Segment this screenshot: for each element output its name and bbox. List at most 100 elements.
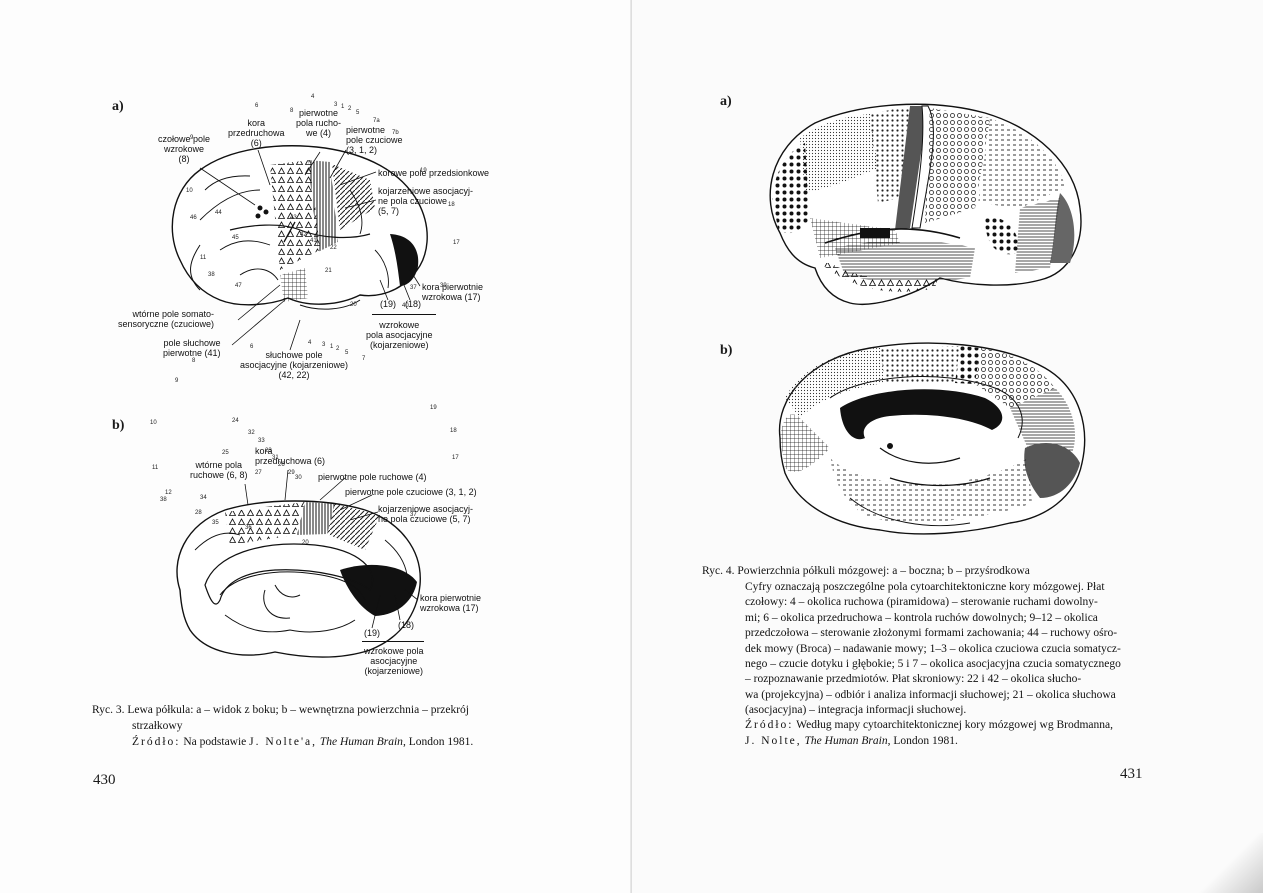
fig4-caption-line: przedczołowa – sterowanie złożonymi form… [745,627,1118,640]
brodmann-area-number: 17 [452,455,459,461]
fig3a-label-kora-wzrokowa: kora pierwotnie wzrokowa (17) [422,282,484,302]
panel-b-label: b) [720,343,733,358]
brodmann-area-number: 25 [222,450,229,456]
fig4-source-line1: Według mapy cytoarchitektonicznej kory m… [793,719,1113,731]
fig3a-label-pierwotne-ruchowe: pierwotne pola rucho- we (4) [296,108,342,138]
brodmann-area-number: 10 [150,420,157,426]
brodmann-area-number: 44 [215,210,222,216]
brodmann-area-number: 41 [310,238,317,244]
figure-4a-brodmann-lateral [769,103,1082,305]
brodmann-area-number: 34 [200,495,207,501]
brodmann-area-number: 10 [186,188,193,194]
brodmann-area-number: 37 [410,512,417,518]
brodmann-area-number: 18 [450,428,457,434]
fig4-caption-line: czołowy: 4 – okolica ruchowa (piramidowa… [745,596,1098,609]
fig3-source-pre: Na podstawie [180,736,250,748]
brodmann-area-number: 1 [330,344,334,350]
brodmann-area-number: 5 [345,350,349,356]
brodmann-area-number: 43 [290,215,297,221]
fig3a-label-kora-przedruchowa: kora przedruchowa (6) [228,118,285,148]
fig3b-label-wzrokowe-asocjacyjne: wzrokowe pola asocjacyjne (kojarzeniowe) [364,646,424,676]
brodmann-area-number: 38 [208,272,215,278]
fig4-source-line2: J. Nolte, The Human Brain, London 1981. [745,734,958,749]
brodmann-area-number: 17 [453,240,460,246]
fig3a-label-przedsionkowe: korowe pole przedsionkowe [378,168,490,178]
brodmann-area-number: 6 [255,103,259,109]
figure-4b-brodmann-medial [778,342,1086,535]
brodmann-area-number: 21 [325,268,332,274]
panel-a-label: a) [720,94,732,109]
brodmann-area-number: 36 [245,525,252,531]
fig4-caption-line: Cyfry oznaczają poszczególne pola cytoar… [745,581,1105,593]
figure-3b-medial-brain [176,500,421,658]
brodmann-area-number: 2 [348,106,352,112]
fig4-caption-title: Ryc. 4. Powierzchnia półkuli mózgowej: a… [702,565,1030,577]
fig3a-label-czolowe: czołowe pole wzrokowe (8) [158,134,211,164]
brodmann-area-number: 7a [373,118,380,124]
brodmann-area-number: 5 [356,110,360,116]
fig3-source: Źródło: Na podstawie J. Nolte'a, The Hum… [132,735,473,750]
fig3a-label-sluchowe-asocjacyjne: słuchowe pole asocjacyjne (kojarzeniowe)… [240,350,349,380]
brodmann-area-number: 9 [175,378,179,384]
brodmann-area-number: 4 [311,94,315,100]
brodmann-area-number: 39 [440,283,447,289]
fig3b-label-pierwotne-czuciowe: pierwotne pole czuciowe (3, 1, 2) [345,487,477,497]
brodmann-area-number: 35 [212,520,219,526]
fig3a-label-wzrokowe-asocjacyjne: wzrokowe pola asocjacyjne (kojarzeniowe) [366,320,433,350]
brodmann-area-number: 8 [290,108,294,114]
brodmann-area-number: 26 [278,462,285,468]
fig4-source: Źródło: Według mapy cytoarchitektoniczne… [745,718,1113,733]
brodmann-area-number: 7b [392,130,399,136]
panel-a-label: a) [112,99,124,114]
fig4-caption-line: dek mowy (Broca) – nadawanie mowy; 1–3 –… [745,642,1121,655]
brodmann-area-number: 37 [410,285,417,291]
figure-3b-leader-lines [244,469,419,629]
fig3a-bracket [372,314,436,315]
fig4-caption-line: wa (projekcyjna) – odbiór i analiza info… [745,688,1116,701]
fig4-caption-line: – rozpoznawanie przedmiotów. Płat skroni… [745,673,1082,686]
brodmann-area-number: 19 [420,168,427,174]
panel-b-label: b) [112,418,125,433]
fig3-source-label: Źródło: [132,736,181,748]
brodmann-area-number: 22 [330,245,337,251]
brodmann-area-number: 31 [272,455,279,461]
brodmann-area-number: 38 [160,497,167,503]
brodmann-area-number: 47 [235,283,242,289]
fig3-source-post: , London 1981. [402,736,474,748]
fig3a-label-19: (19) [380,299,397,309]
fig4-source-label: Źródło: [745,719,794,731]
brodmann-area-number: 7 [362,356,366,362]
brodmann-area-number: 4 [308,340,312,346]
fig3b-label-kora-przedruchowa: kora przedruchowa (6) [255,446,326,466]
brodmann-area-number: 12 [165,490,172,496]
brodmann-area-number: 40 [402,303,409,309]
fig4-caption-line: (asocjacyjna) – integracja informacji sł… [745,704,967,717]
fig3a-label-18: (18) [405,299,422,309]
brodmann-area-number: 32 [248,430,255,436]
brodmann-area-number: 42 [300,232,307,238]
brodmann-area-number: 8 [192,358,196,364]
brodmann-area-number: 27 [255,470,262,476]
brodmann-area-number: 11 [200,255,207,261]
brodmann-area-number: 24 [232,418,239,424]
fig3b-label-18: (18) [398,620,415,630]
fig3b-label-pierwotne-ruchowe: pierwotne pole ruchowe (4) [318,472,427,482]
brodmann-area-number: 1 [341,104,345,110]
brodmann-area-number: 9 [190,135,194,141]
fig3-caption-line1: Ryc. 3. Lewa półkula: a – widok z boku; … [92,704,470,716]
brodmann-area-number: 20 [302,540,309,546]
figure-3a-leader-lines [199,149,421,351]
fig3-caption-line2: strzałkowy [132,720,183,732]
figure-3a-lateral-brain [171,145,428,310]
fig3a-label-wtorne-somato: wtórne pole somato- sensoryczne (czuciow… [118,309,215,329]
fig3a-label-pierwotne-czuciowe: pierwotne pole czuciowe (3, 1, 2) [346,125,403,155]
brodmann-area-number: 23 [265,448,272,454]
brodmann-area-number: 28 [195,510,202,516]
brodmann-area-number: 45 [232,235,239,241]
left-page: a) czołowe pole wzrokowe (8) kora przedr… [92,99,490,788]
fig4-source-title: The Human Brain [804,735,888,747]
brodmann-area-number: 46 [190,215,197,221]
brodmann-area-number: 11 [152,465,159,471]
fig3-source-title: The Human Brain [319,736,403,748]
brodmann-area-number: 3 [322,342,326,348]
